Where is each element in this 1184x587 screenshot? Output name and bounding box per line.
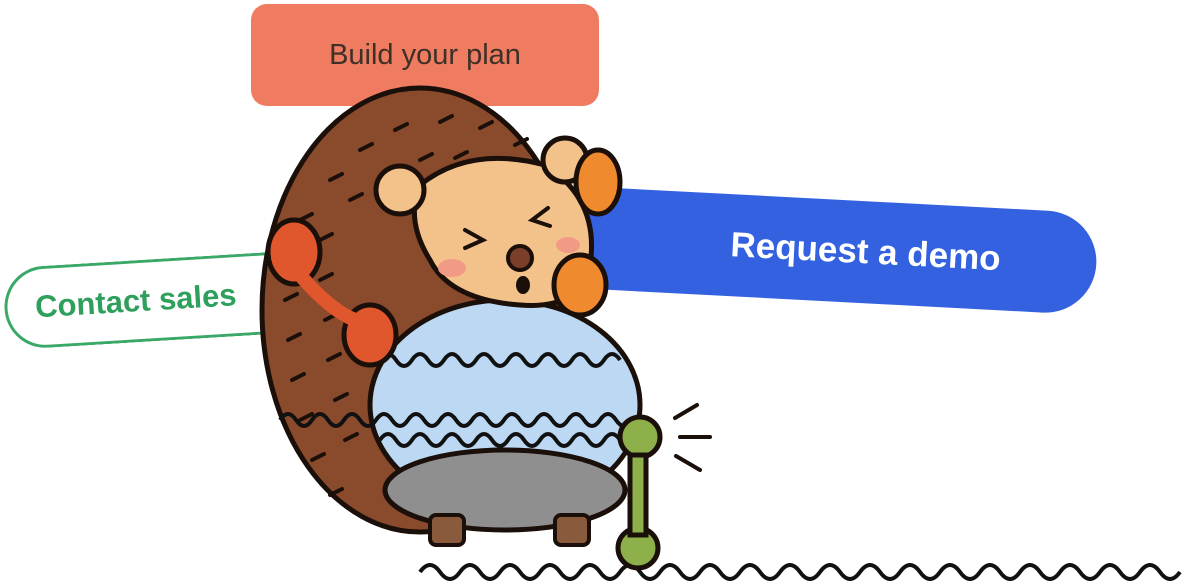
phone-cord-icon — [418, 563, 1182, 581]
orange-phone-icon — [551, 147, 623, 318]
grey-pants — [382, 447, 628, 533]
green-phone-icon — [615, 414, 663, 571]
red-phone-icon — [265, 217, 399, 368]
build-plan-label: Build your plan — [329, 38, 521, 71]
ring-lines-icon — [673, 403, 712, 472]
